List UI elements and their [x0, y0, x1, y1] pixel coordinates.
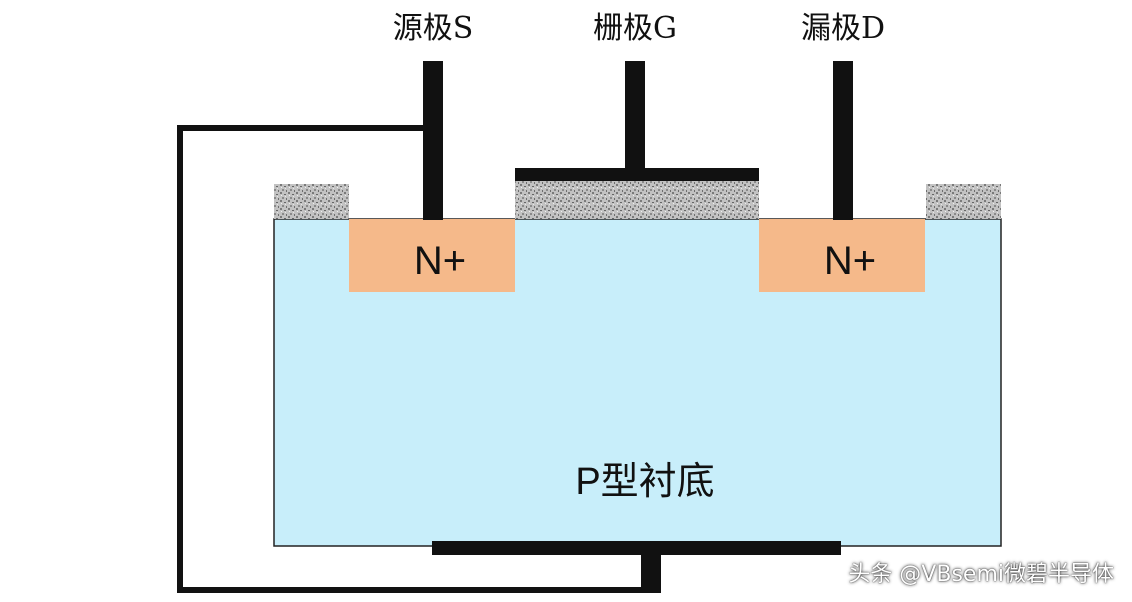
body-source-wire	[177, 125, 653, 593]
gate-label: 栅极G	[593, 11, 677, 46]
substrate-label: P型衬底	[575, 461, 714, 503]
gate-lead	[625, 61, 645, 173]
drain-n-plus-label: N+	[824, 239, 876, 283]
oxide-left	[274, 184, 349, 219]
gate-plate	[515, 168, 759, 181]
source-label: 源极S	[393, 11, 474, 46]
body-contact-plate	[432, 541, 841, 555]
watermark: 头条 @VBsemi微碧半导体	[848, 562, 1114, 587]
source-n-plus-region	[349, 219, 515, 292]
drain-n-plus-region	[759, 219, 925, 292]
drain-lead	[833, 61, 853, 220]
source-lead	[423, 61, 443, 220]
source-n-plus-label: N+	[414, 239, 466, 283]
body-contact-lead	[641, 553, 661, 593]
gate-oxide	[515, 180, 759, 219]
oxide-right	[926, 184, 1001, 219]
drain-label: 漏极D	[801, 11, 885, 46]
